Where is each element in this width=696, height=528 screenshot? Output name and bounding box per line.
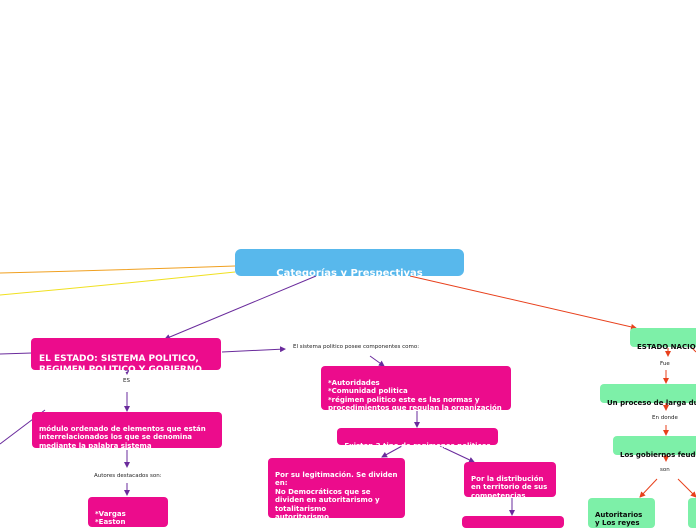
edge-regimenes-distribucion xyxy=(439,445,475,463)
connector-label-componentes: El sistema politico posee componentes co… xyxy=(293,344,420,350)
topic-right-child[interactable] xyxy=(688,498,696,528)
topic-gobiernos[interactable]: Los gobiernos feuda xyxy=(613,436,696,459)
topic-estado-nacion[interactable]: ESTADO NACIO xyxy=(630,328,696,351)
root-topic[interactable]: Categorías y Prespectivas Preliminares xyxy=(235,249,464,291)
edge-label-componentes xyxy=(369,355,385,367)
edge-yellow-left xyxy=(0,271,236,296)
topic-autoritarios-label: Autoritarios y Los reyes xyxy=(595,510,643,528)
edge-orange-left xyxy=(0,265,236,274)
topic-distribucion-child[interactable] xyxy=(462,516,564,528)
topic-distribucion[interactable]: Por la distribución en territorio de sus… xyxy=(464,462,556,500)
edge-purple-left xyxy=(0,352,33,355)
topic-distribucion-label: Por la distribución en territorio de sus… xyxy=(471,474,548,500)
edge-nacion-right xyxy=(689,345,696,353)
edge-root-estado xyxy=(164,275,317,340)
connector-label-son: son xyxy=(660,467,670,473)
topic-modulo[interactable]: módulo ordenado de elementos que están i… xyxy=(32,412,222,450)
root-topic-label: Categorías y Prespectivas Preliminares xyxy=(276,268,423,291)
edge-root-nacion xyxy=(409,275,637,330)
connector-label-autores: Autores destacados son: xyxy=(94,473,162,479)
connector-label-es: ES xyxy=(123,378,130,384)
topic-modulo-label: módulo ordenado de elementos que están i… xyxy=(39,424,206,450)
topic-regimenes-label: Existen 2 tipo de regimenes politicos xyxy=(344,441,491,450)
connector-label-en-donde: En donde xyxy=(652,415,678,421)
topic-legitimacion-label: Por su legitimación. Se dividen en: No D… xyxy=(275,470,398,522)
topic-legitimacion[interactable]: Por su legitimación. Se dividen en: No D… xyxy=(268,458,405,521)
edge-regimenes-legitimacion xyxy=(381,445,403,458)
topic-estado-sistema[interactable]: EL ESTADO: SISTEMA POLITICO, REGIMEN POL… xyxy=(31,338,221,375)
topic-proceso-label: Un proceso de larga du xyxy=(607,398,696,407)
topic-estado-nacion-label: ESTADO NACIO xyxy=(637,342,696,351)
topic-autores-label: *Vargas *Easton xyxy=(95,509,126,527)
topic-estado-sistema-label: EL ESTADO: SISTEMA POLITICO, REGIMEN POL… xyxy=(39,354,202,375)
edge-estado-componentes xyxy=(221,346,286,353)
topic-autores[interactable]: *Vargas *Easton xyxy=(88,497,168,527)
topic-regimenes[interactable]: Existen 2 tipo de regimenes politicos xyxy=(337,428,498,450)
topic-proceso[interactable]: Un proceso de larga du xyxy=(600,384,696,407)
edge-son-right xyxy=(677,478,696,498)
connector-label-fue: Fue xyxy=(660,361,670,367)
topic-autoritarios[interactable]: Autoritarios y Los reyes xyxy=(588,498,655,528)
topic-componentes-label: *Autoridades *Comunidad politica *régime… xyxy=(328,378,502,413)
topic-componentes[interactable]: *Autoridades *Comunidad politica *régime… xyxy=(321,366,511,413)
topic-gobiernos-label: Los gobiernos feuda xyxy=(620,450,696,459)
edge-son-autoritarios xyxy=(639,478,658,498)
